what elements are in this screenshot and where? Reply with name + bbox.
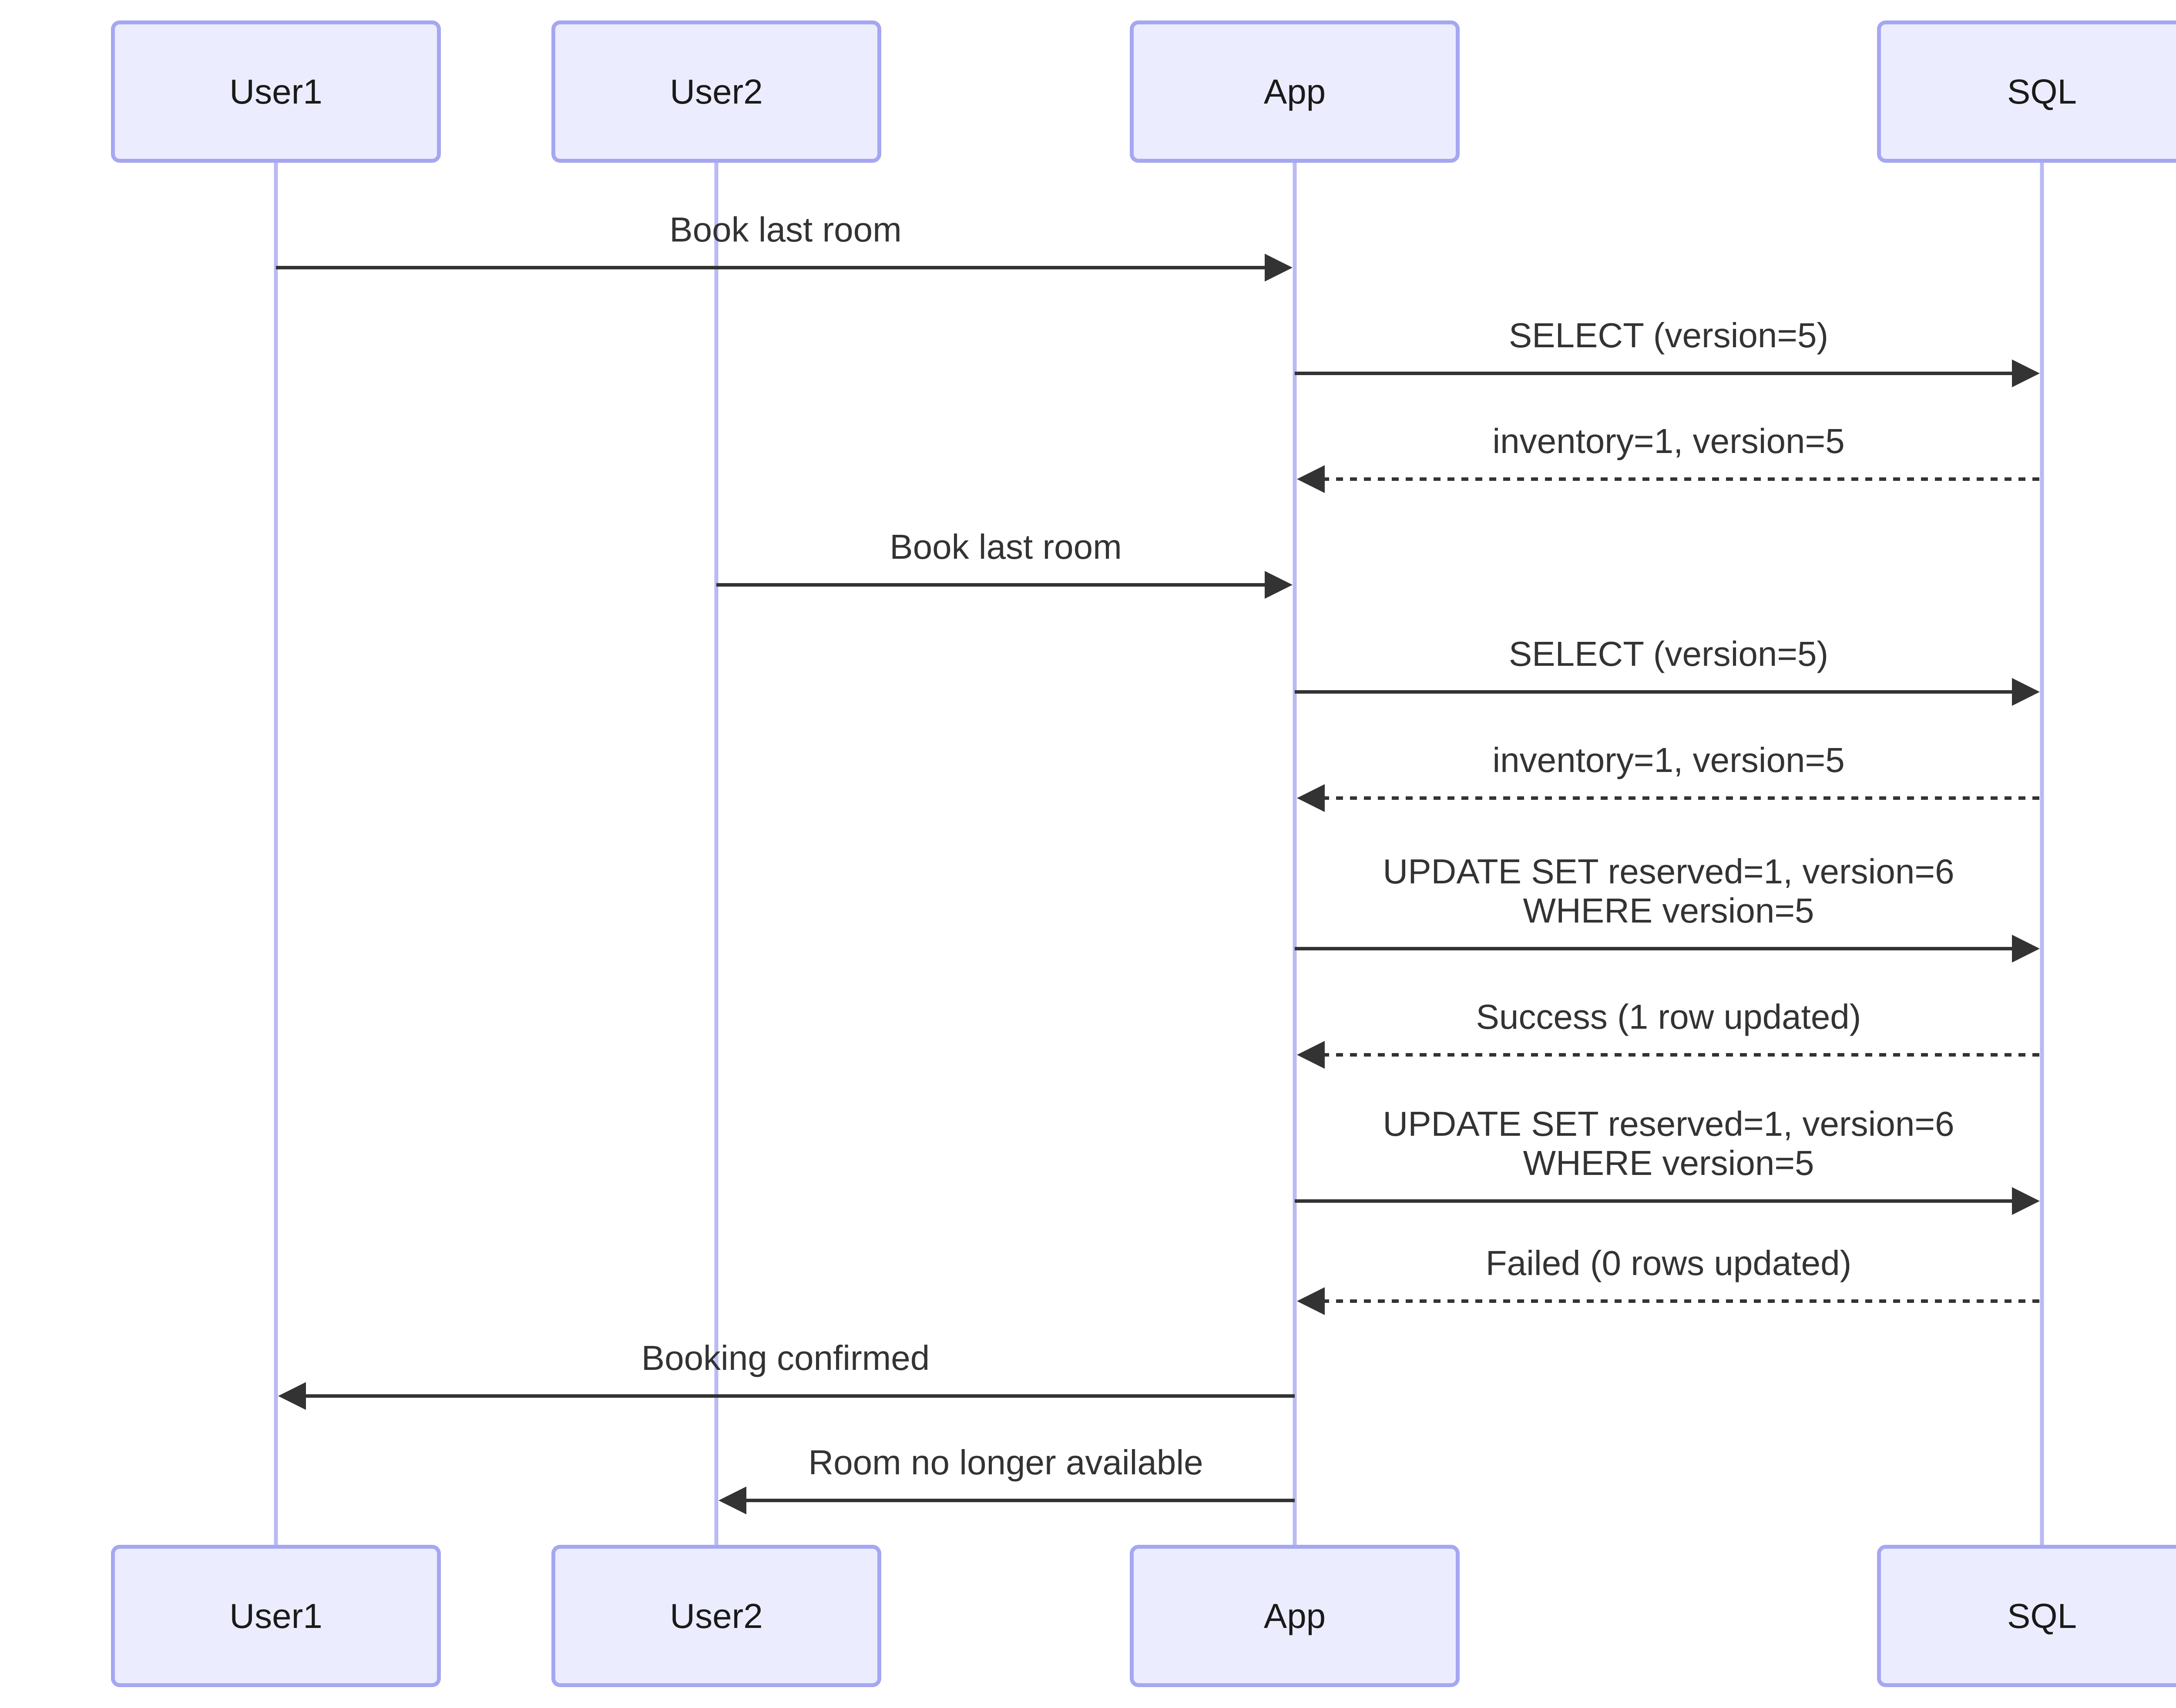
message-1-arrow	[276, 254, 1293, 282]
message-7-arrowhead	[2012, 935, 2040, 963]
message-8-arrowhead	[1297, 1041, 1325, 1069]
message-3-label: inventory=1, version=5	[1492, 422, 1845, 460]
message-5-arrowhead	[2012, 678, 2040, 706]
message-2-arrowhead	[2012, 359, 2040, 387]
message-8-arrow	[1297, 1041, 2042, 1069]
message-7-arrow	[1295, 935, 2040, 963]
message-10-arrow	[1297, 1287, 2042, 1315]
message-4-arrowhead	[1265, 571, 1293, 599]
actor-bottom-user2-label: User2	[670, 1596, 763, 1635]
message-8-label: Success (1 row updated)	[1476, 997, 1861, 1036]
message-12-arrowhead	[719, 1487, 746, 1514]
message-6-label: inventory=1, version=5	[1492, 741, 1845, 779]
message-1-label: Book last room	[669, 210, 902, 249]
message-5-label: SELECT (version=5)	[1508, 634, 1829, 673]
message-4-label: Book last room	[890, 527, 1122, 566]
message-9-label: UPDATE SET reserved=1, version=6 WHERE v…	[1383, 1104, 1954, 1182]
message-3-arrowhead	[1297, 465, 1325, 493]
message-9-arrowhead	[2012, 1187, 2040, 1215]
message-11-arrowhead	[278, 1382, 306, 1410]
actor-top-user2-label: User2	[670, 72, 763, 111]
actor-top-app: App	[1130, 20, 1460, 163]
message-11-arrow	[278, 1382, 1295, 1410]
message-11-label: Booking confirmed	[641, 1339, 930, 1377]
actor-top-app-label: App	[1263, 72, 1326, 111]
message-4-arrow	[716, 571, 1293, 599]
message-9-arrow	[1295, 1187, 2040, 1215]
message-10-arrowhead	[1297, 1287, 1325, 1315]
message-7-label: UPDATE SET reserved=1, version=6 WHERE v…	[1383, 852, 1954, 930]
message-3-arrow	[1297, 465, 2042, 493]
message-10-label: Failed (0 rows updated)	[1485, 1244, 1852, 1282]
message-6-arrow	[1297, 784, 2042, 812]
message-6-arrowhead	[1297, 784, 1325, 812]
actor-top-sql-label: SQL	[2007, 72, 2077, 111]
actor-bottom-user2: User2	[551, 1545, 881, 1687]
actor-bottom-app-label: App	[1263, 1596, 1326, 1635]
actor-bottom-user1: User1	[111, 1545, 441, 1687]
actor-top-user1: User1	[111, 20, 441, 163]
actor-bottom-user1-label: User1	[229, 1596, 322, 1635]
actor-top-sql: SQL	[1877, 20, 2176, 163]
actor-top-user1-label: User1	[229, 72, 322, 111]
message-12-label: Room no longer available	[808, 1443, 1203, 1482]
actor-bottom-sql: SQL	[1877, 1545, 2176, 1687]
message-2-arrow	[1295, 359, 2040, 387]
actor-bottom-app: App	[1130, 1545, 1460, 1687]
message-1-arrowhead	[1265, 254, 1293, 282]
message-2-label: SELECT (version=5)	[1508, 316, 1829, 355]
actor-bottom-sql-label: SQL	[2007, 1596, 2077, 1635]
message-5-arrow	[1295, 678, 2040, 706]
message-12-arrow	[719, 1487, 1295, 1514]
actor-top-user2: User2	[551, 20, 881, 163]
